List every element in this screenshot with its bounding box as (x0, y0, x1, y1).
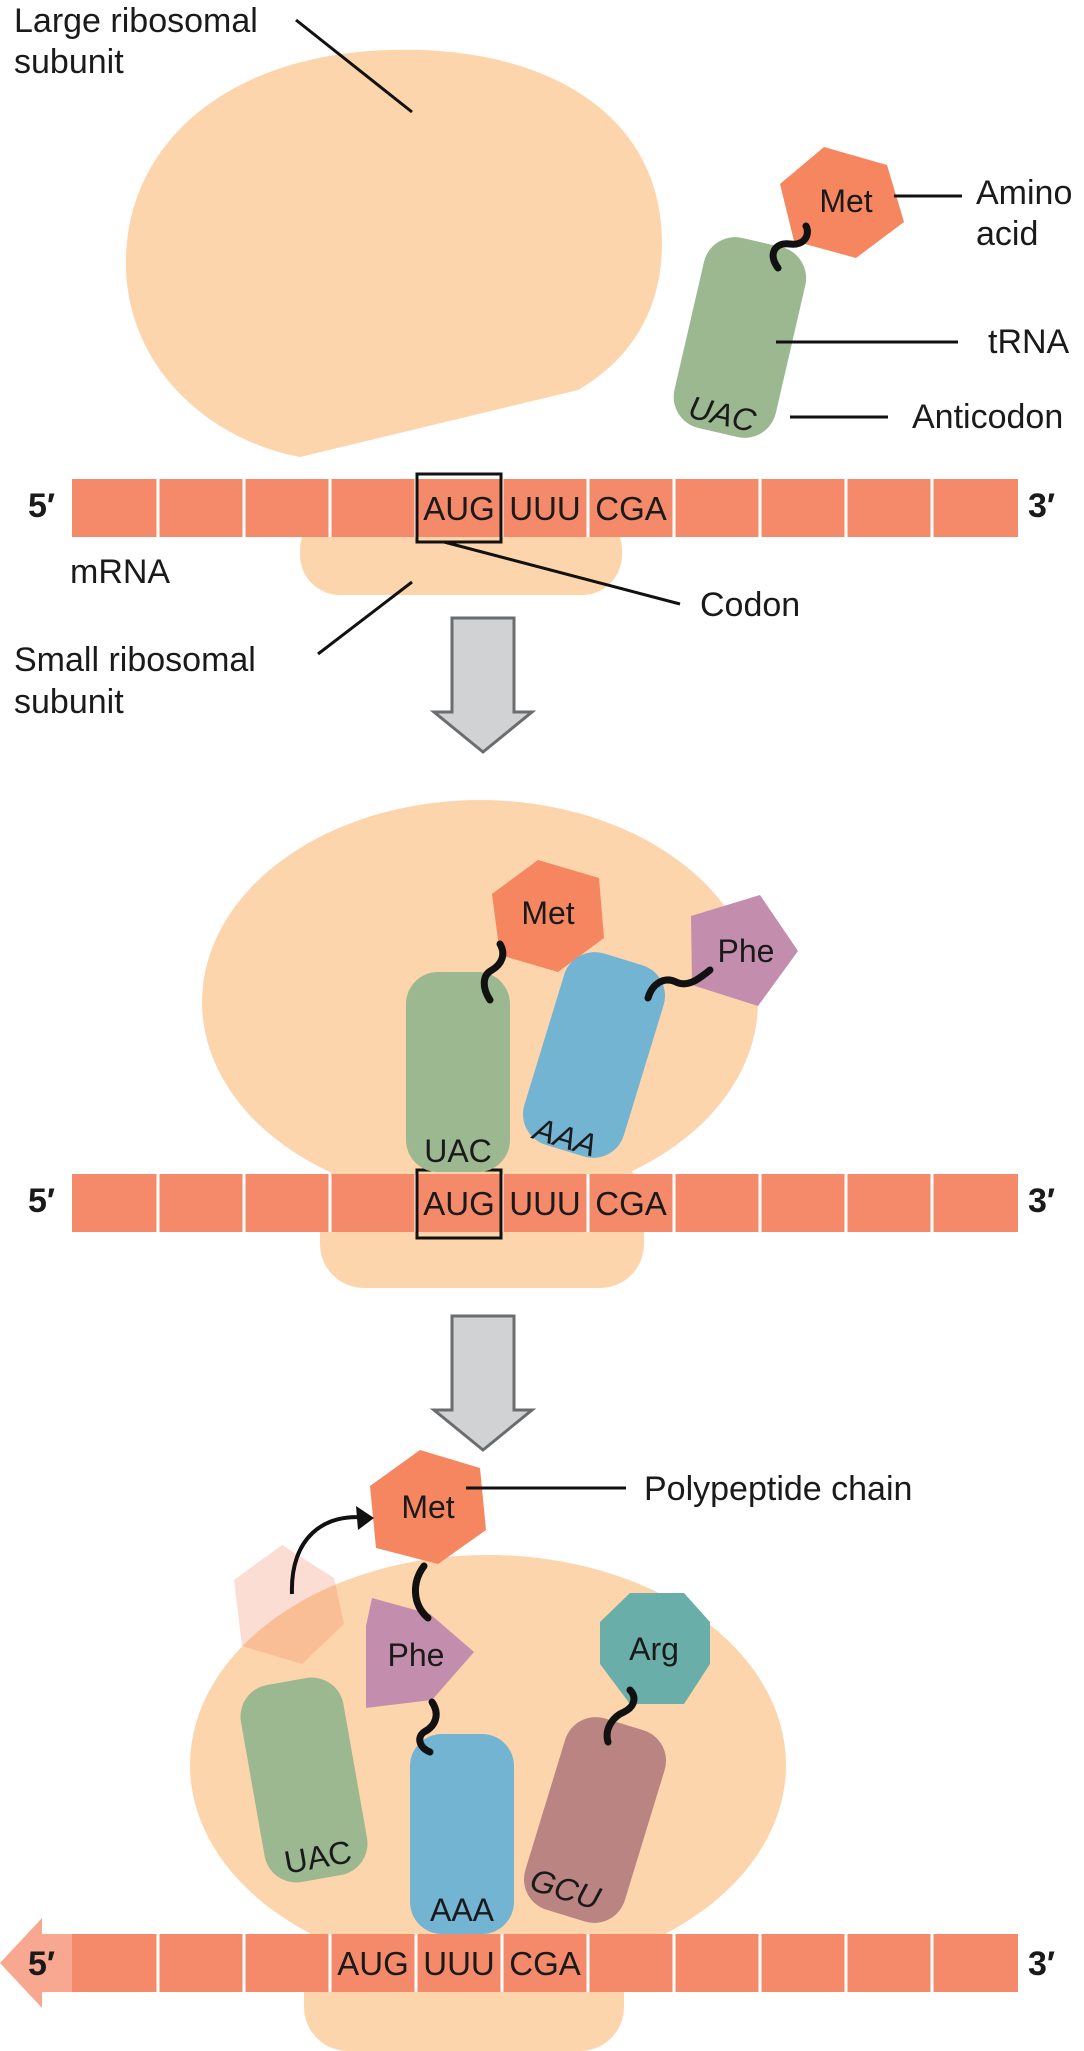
codon-cga-2: CGA (595, 1185, 667, 1222)
phe-label-2: Phe (718, 933, 775, 969)
panel-3: AUG UUU CGA 5′ 3′ UAC AAA GCU Met Phe Ar… (0, 1450, 1055, 2051)
trna-linker (769, 222, 811, 272)
phe-label-3: Phe (388, 1637, 445, 1673)
linkers-panel-3 (412, 1562, 638, 1756)
amino-acid-label-line-2: acid (976, 215, 1038, 253)
mrna-label: mRNA (70, 553, 170, 591)
anticodon-uac-2: UAC (424, 1133, 492, 1169)
codon-aug-2: AUG (423, 1185, 495, 1222)
five-prime-label-3: 5′ (28, 1945, 55, 1983)
met-label-3: Met (401, 1489, 454, 1525)
trna-green-2 (406, 972, 510, 1172)
panel-1: AUG UUU CGA 5′ 3′ Met UAC Large ribosoma… (14, 2, 1072, 721)
trna-brown-3 (523, 1717, 667, 1923)
panel-2: AUG UUU CGA 5′ 3′ UAC Met AAA Phe (28, 800, 1055, 1288)
polypeptide-label: Polypeptide chain (644, 1470, 912, 1508)
trna-label: tRNA (988, 323, 1070, 361)
codon-aug-3: AUG (337, 1945, 409, 1982)
transfer-arrow (289, 1515, 369, 1595)
three-prime-label: 3′ (1028, 487, 1055, 525)
anticodon-aaa-3: AAA (430, 1892, 495, 1928)
three-prime-label-3: 3′ (1028, 1945, 1055, 1983)
trna-blue-2 (522, 952, 666, 1158)
phe-amino-acid-3 (366, 1598, 474, 1708)
trna-green-3 (240, 1677, 368, 1883)
arg-label-3: Arg (629, 1631, 679, 1667)
codon-label: Codon (700, 586, 800, 624)
large-subunit-label-line-1: Large ribosomal (14, 2, 258, 40)
arg-amino-acid-3 (600, 1593, 710, 1704)
met-label: Met (819, 183, 872, 219)
codon-highlight-box (415, 472, 503, 544)
leader-lines-panel-1 (295, 18, 962, 656)
transfer-arrow-head (356, 1506, 374, 1530)
met-label-2: Met (521, 895, 574, 931)
anticodon-label: Anticodon (912, 398, 1063, 436)
three-prime-label-2: 3′ (1028, 1182, 1055, 1220)
met-amino-acid-2 (492, 860, 604, 972)
codon-uuu-3: UUU (423, 1945, 495, 1982)
met-amino-acid-3 (370, 1450, 486, 1564)
mrna-strand-3 (72, 1934, 1018, 1992)
small-subunit-label-line-2: subunit (14, 683, 124, 721)
small-subunit-label-line-1: Small ribosomal (14, 641, 256, 679)
codon-aug: AUG (423, 490, 495, 527)
five-prime-label-2: 5′ (28, 1182, 55, 1220)
amino-acid-label-line-1: Amino (976, 174, 1072, 212)
trna-blue-3 (410, 1734, 514, 1934)
mrna-strand (72, 479, 1018, 537)
released-amino-acid-ghost (234, 1545, 344, 1664)
trna-green (673, 237, 807, 438)
codon-cga-3: CGA (509, 1945, 581, 1982)
codon-uuu: UUU (509, 490, 581, 527)
five-prime-label: 5′ (28, 487, 55, 525)
codon-cga: CGA (595, 490, 667, 527)
trna-linker-2 (480, 940, 507, 1004)
codon-uuu-2: UUU (509, 1185, 581, 1222)
mrna-exit-arrow (0, 1918, 72, 2008)
large-ribosomal-subunit (125, 49, 663, 458)
trna-linker-3 (644, 966, 714, 1002)
phe-amino-acid-2 (691, 895, 798, 1006)
step-arrow-1 (429, 616, 537, 754)
step-arrow-2 (429, 1314, 537, 1452)
large-subunit-label-line-2: subunit (14, 43, 124, 81)
